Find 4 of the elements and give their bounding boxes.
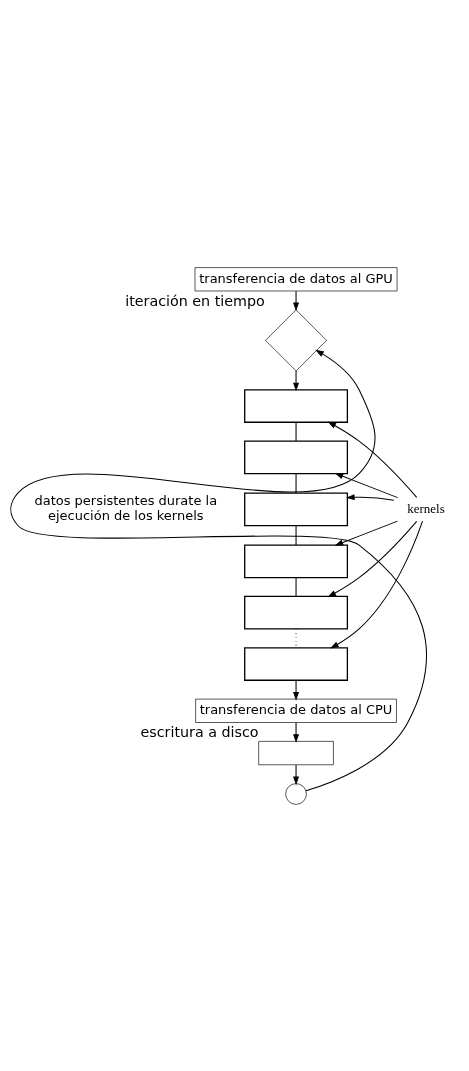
label: datos persistentes durate la ejecución de los kernels <box>34 492 218 523</box>
node-label: escritura a disco <box>140 723 259 740</box>
node-text: kernels <box>407 500 445 516</box>
node-label: iteración en tiempo <box>125 292 265 309</box>
